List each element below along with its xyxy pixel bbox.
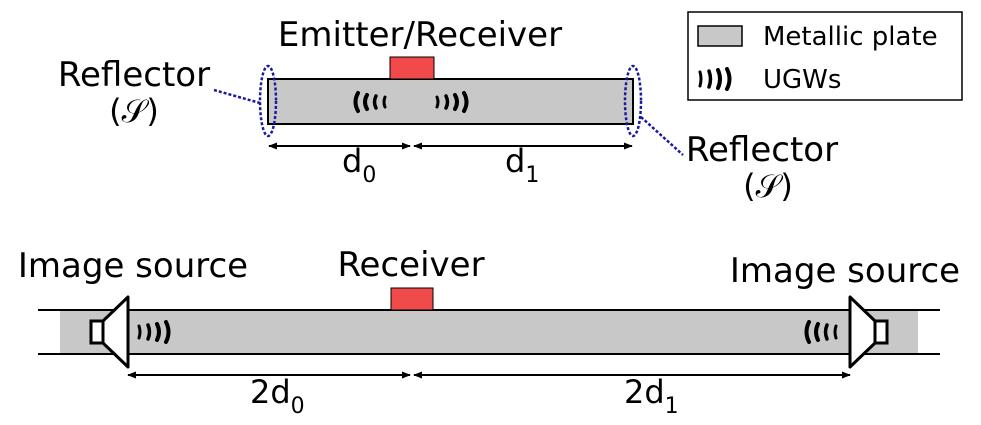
top-diagram: Emitter/Receiver Reflector (𝒮) Reflector… [58,15,838,205]
reflector-right-label: Reflector [686,130,838,170]
legend-plate-swatch-icon [697,25,743,47]
legend-ugw-icon [698,67,732,91]
legend: Metallic plate UGWs [687,11,963,101]
image-source-right-speaker-icon [848,295,889,369]
emitter-receiver-transducer [389,56,435,80]
legend-plate-label: Metallic plate [763,22,938,52]
ugw-wave-right-icon [435,91,469,113]
2d0-label: 2d0 [250,373,305,419]
metallic-plate-top [267,78,634,125]
emitter-receiver-label: Emitter/Receiver [278,15,562,55]
2d1-label: 2d1 [624,373,679,419]
receiver-label: Receiver [337,245,484,285]
reflector-right-ellipse [623,64,643,138]
reflector-right-leader [640,116,684,156]
ugw-wave-bottom-left-icon [137,320,171,344]
ugw-wave-bottom-right-icon [804,320,838,344]
reflector-left-label: Reflector [58,55,210,95]
reflector-left-symbol: (𝒮) [109,92,159,130]
image-source-left-label: Image source [18,246,248,286]
legend-ugw-label: UGWs [763,65,841,95]
image-source-right-label: Image source [730,251,960,291]
image-source-left-speaker-icon [89,295,130,369]
receiver-transducer [390,287,434,311]
reflector-left-ellipse [258,64,278,138]
reflector-right-symbol: (𝒮) [743,167,793,205]
d0-label: d0 [342,142,376,188]
metallic-plate-bottom [60,310,918,354]
bottom-diagram: Receiver Image source Image source [18,245,960,419]
reflector-left-leader [213,88,261,105]
ugw-wave-left-icon [353,91,387,113]
d1-label: d1 [505,142,539,188]
